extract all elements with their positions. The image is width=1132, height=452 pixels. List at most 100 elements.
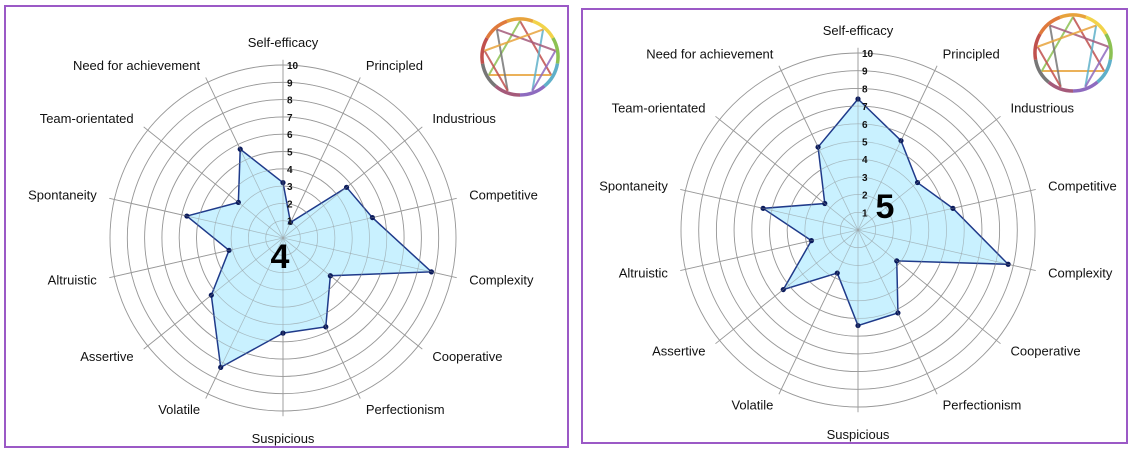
axis-label: Competitive — [469, 187, 538, 202]
axis-label: Self-efficacy — [248, 35, 319, 50]
axis-label: Industrious — [1010, 100, 1074, 115]
axis-line-overlay — [282, 237, 452, 277]
logo-ring-segment — [1038, 15, 1061, 35]
tick-label: 3 — [287, 182, 293, 193]
tick-label: 4 — [287, 165, 293, 176]
logo-ring-segment — [480, 37, 489, 64]
axis-line-overlay — [114, 237, 284, 277]
axis-label: Cooperative — [432, 349, 502, 364]
logo-ring-segment — [519, 84, 546, 97]
axis-label: Need for achievement — [646, 46, 774, 61]
tick-label: 1 — [287, 217, 293, 228]
tick-label: 5 — [862, 138, 868, 149]
axis-line-overlay — [857, 229, 997, 341]
axis-line-overlay — [719, 119, 859, 231]
logo-line — [531, 50, 557, 92]
logo-ring-segment — [1047, 80, 1074, 93]
axis-label: Spontaneity — [599, 179, 668, 194]
axis-line-overlay — [780, 229, 859, 390]
axis-label: Principled — [943, 46, 1000, 61]
radar-chart-4: 12345678910Self-efficacyPrincipledIndust… — [28, 17, 560, 446]
axis-line-overlay — [780, 70, 859, 231]
logo-ring-segment — [543, 63, 560, 88]
tick-label: 5 — [287, 148, 293, 159]
logo-line — [1048, 25, 1062, 88]
data-area — [185, 147, 434, 369]
logo-ring-segment — [480, 63, 497, 88]
type-number: 4 — [271, 238, 290, 276]
axis-label: Volatile — [731, 398, 773, 413]
tick-label: 9 — [862, 67, 868, 78]
logo-ring-segment — [1033, 59, 1050, 84]
axis-label: Competitive — [1048, 179, 1117, 194]
axis-label: Perfectionism — [943, 398, 1022, 413]
logo-ring-segment — [1072, 80, 1099, 93]
axis-label: Industrious — [432, 111, 496, 126]
logo-line — [1084, 46, 1110, 88]
axis-label: Complexity — [1048, 265, 1113, 280]
logo-ring-segment — [1059, 13, 1087, 19]
axis-line-overlay — [114, 199, 284, 239]
axis-label: Assertive — [80, 349, 133, 364]
logo-line — [483, 50, 509, 92]
axis-line-overlay — [282, 129, 419, 239]
logo-line — [484, 28, 544, 52]
axis-label: Cooperative — [1010, 344, 1080, 359]
tick-label: 1 — [862, 208, 868, 219]
axis-label: Team-orientated — [612, 100, 706, 115]
logo-ring-segment — [506, 17, 534, 23]
logo-ring-segment — [485, 19, 508, 39]
logo-ring-segment — [1085, 15, 1108, 35]
axis-label: Assertive — [652, 344, 705, 359]
logo-line — [1084, 25, 1098, 88]
tick-label: 10 — [287, 61, 299, 72]
tick-label: 7 — [287, 113, 293, 124]
enneagram-logo-icon — [1033, 13, 1113, 93]
axis-line-overlay — [857, 229, 1031, 270]
tick-label: 8 — [287, 96, 293, 107]
axis-line-overlay — [685, 229, 859, 270]
axis-line-overlay — [857, 119, 997, 231]
logo-line — [496, 28, 556, 52]
axis-line-overlay — [282, 199, 452, 239]
tick-label: 6 — [862, 120, 868, 131]
logo-line — [1036, 46, 1062, 88]
logo-ring-segment — [1096, 59, 1113, 84]
logo-ring-segment — [1104, 33, 1113, 60]
logo-line — [1037, 24, 1097, 48]
logo-ring-segment — [532, 19, 555, 39]
axis-line-overlay — [719, 229, 859, 341]
logo-ring-segment — [551, 37, 560, 64]
axis-label: Team-orientated — [40, 111, 134, 126]
logo-line — [495, 29, 509, 92]
logo-line — [1049, 24, 1109, 48]
axis-label: Altruistic — [48, 273, 98, 288]
axis-label: Complexity — [469, 273, 534, 288]
axis-line-overlay — [282, 82, 359, 239]
axis-line-overlay — [857, 70, 936, 231]
axis-label: Altruistic — [619, 265, 669, 280]
tick-label: 10 — [862, 49, 874, 60]
axis-line-overlay — [857, 190, 1031, 231]
tick-label: 9 — [287, 78, 293, 89]
tick-label: 4 — [862, 155, 868, 166]
axis-line-overlay — [147, 237, 284, 347]
axis-line-overlay — [685, 190, 859, 231]
radar-chart-5: 12345678910Self-efficacyPrincipledIndust… — [599, 13, 1117, 442]
logo-ring-segment — [494, 84, 521, 97]
axis-line-overlay — [207, 237, 284, 394]
axis-label: Spontaneity — [28, 187, 97, 202]
axis-label: Self-efficacy — [823, 23, 894, 38]
tick-label: 3 — [862, 173, 868, 184]
axis-line-overlay — [282, 237, 359, 394]
axis-label: Need for achievement — [73, 58, 201, 73]
tick-label: 6 — [287, 130, 293, 141]
logo-ring-segment — [1033, 33, 1042, 60]
tick-label: 8 — [862, 84, 868, 95]
axis-label: Perfectionism — [366, 402, 445, 417]
logo-line — [531, 29, 545, 92]
axis-line-overlay — [857, 229, 936, 390]
axis-line-overlay — [207, 82, 284, 239]
enneagram-logo-icon — [480, 17, 560, 97]
